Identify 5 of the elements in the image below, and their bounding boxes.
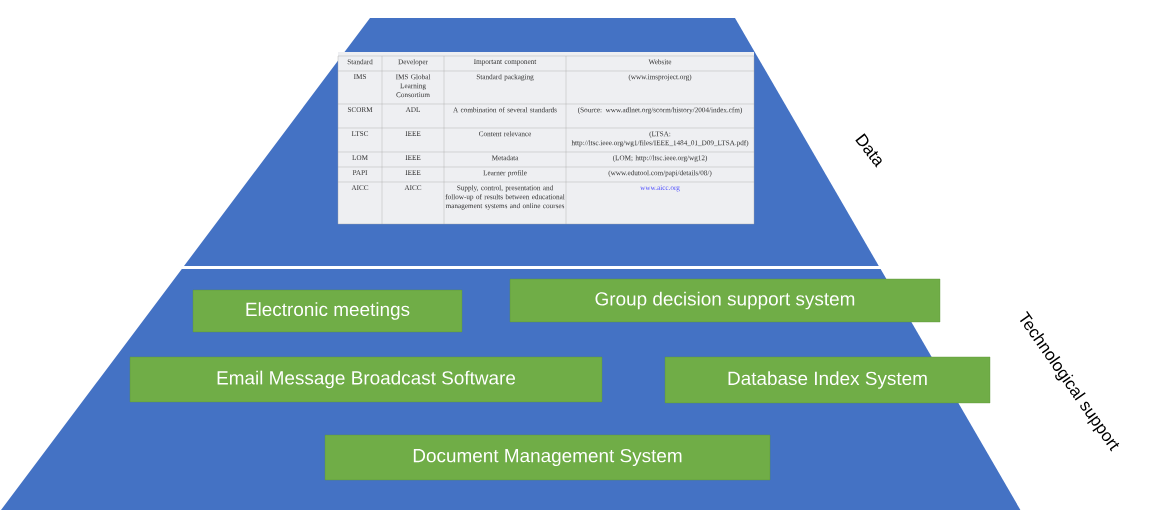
process-box: Email Message Broadcast Software — [129, 356, 603, 403]
process-box: Database Index System — [664, 356, 991, 404]
process-box: Electronic meetings — [192, 289, 463, 333]
process-box: Group decision support system — [509, 278, 941, 323]
process-box: Document Management System — [324, 434, 771, 481]
